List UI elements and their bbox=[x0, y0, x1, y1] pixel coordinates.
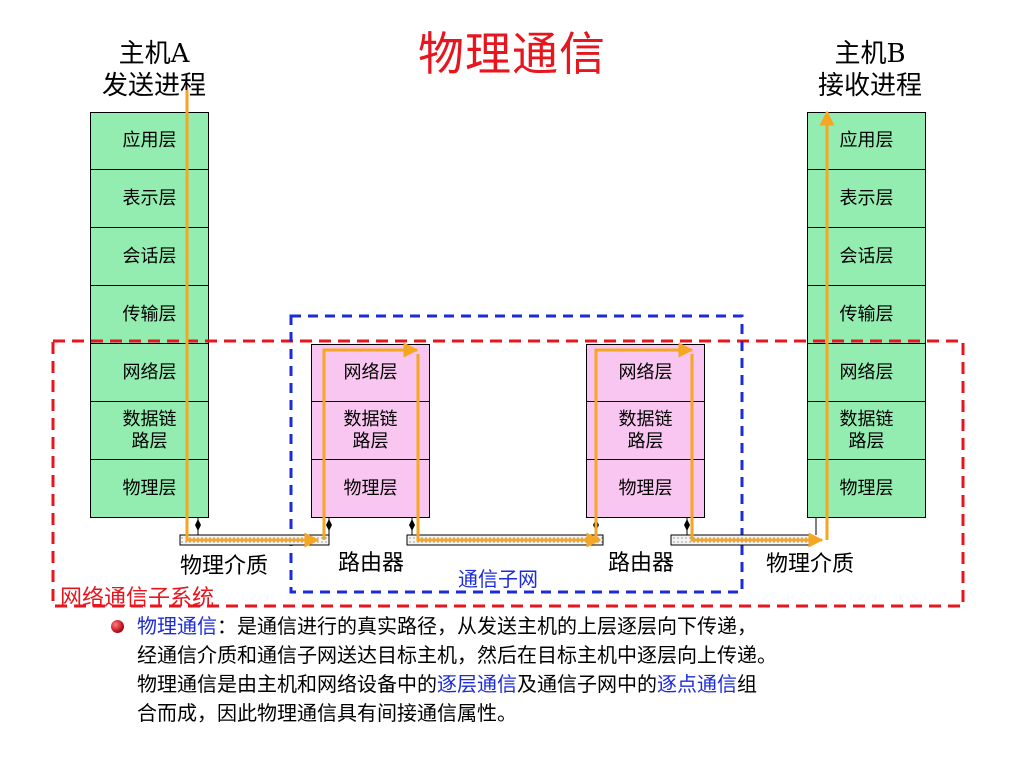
host-a-layer-transport: 传输层 bbox=[90, 286, 209, 344]
description-paragraph: 物理通信：是通信进行的真实路径，从发送主机的上层逐层向下传递， 经通信介质和通信… bbox=[111, 612, 1017, 728]
router-label-left: 路由器 bbox=[338, 551, 405, 576]
router-1-layer-physical: 物理层 bbox=[311, 460, 430, 518]
host-a-layer-application: 应用层 bbox=[90, 112, 209, 170]
description-text-5: 组 bbox=[737, 672, 757, 696]
host-a-layer-physical: 物理层 bbox=[90, 460, 209, 518]
description-text-4: 及通信子网中的 bbox=[517, 672, 657, 696]
host-a-layer-presentation: 表示层 bbox=[90, 170, 209, 228]
host-a-label: 主机A 发送进程 bbox=[88, 38, 220, 102]
host-a-name: 主机A bbox=[118, 39, 190, 69]
description-text-3: 物理通信是由主机和网络设备中的 bbox=[137, 672, 437, 696]
subnet-box bbox=[289, 314, 744, 594]
term-point-communication: 逐点通信 bbox=[657, 672, 737, 696]
host-b-process: 接收进程 bbox=[817, 71, 922, 101]
page-title: 物理通信 bbox=[418, 27, 606, 81]
host-a-stack: 应用层 表示层 会话层 传输层 网络层 数据链 路层 物理层 bbox=[90, 112, 209, 518]
host-a-layer-network: 网络层 bbox=[90, 344, 209, 402]
host-a-process: 发送进程 bbox=[101, 71, 206, 101]
router-2-layer-physical: 物理层 bbox=[586, 460, 705, 518]
description-line-3: 物理通信是由主机和网络设备中的逐层通信及通信子网中的逐点通信组 bbox=[137, 670, 1017, 699]
medium-label-left: 物理介质 bbox=[180, 554, 269, 579]
router-1-layer-datalink: 数据链 路层 bbox=[311, 402, 430, 460]
physical-path-arrow bbox=[185, 90, 835, 548]
router-2-layer-datalink: 数据链 路层 bbox=[586, 402, 705, 460]
host-a-layer-datalink: 数据链 路层 bbox=[90, 402, 209, 460]
medium-label-right: 物理介质 bbox=[766, 552, 855, 577]
subsystem-label: 网络通信子系统 bbox=[60, 586, 215, 611]
description-text-1: ：是通信进行的真实路径，从发送主机的上层逐层向下传递， bbox=[217, 614, 757, 638]
term-physical-communication: 物理通信 bbox=[137, 614, 217, 638]
description-line-4: 合而成，因此物理通信具有间接通信属性。 bbox=[137, 701, 517, 725]
bullet-icon bbox=[111, 620, 124, 633]
description-line-2: 经通信介质和通信子网送达目标主机，然后在目标主机中逐层向上传递。 bbox=[137, 643, 777, 667]
subnet-label: 通信子网 bbox=[458, 567, 538, 591]
term-layer-communication: 逐层通信 bbox=[437, 672, 517, 696]
host-b-label: 主机B 接收进程 bbox=[804, 38, 936, 102]
host-b-name: 主机B bbox=[834, 39, 906, 69]
host-a-layer-session: 会话层 bbox=[90, 228, 209, 286]
description-line-1: 物理通信：是通信进行的真实路径，从发送主机的上层逐层向下传递， bbox=[137, 612, 1017, 641]
router-label-right: 路由器 bbox=[608, 551, 675, 576]
